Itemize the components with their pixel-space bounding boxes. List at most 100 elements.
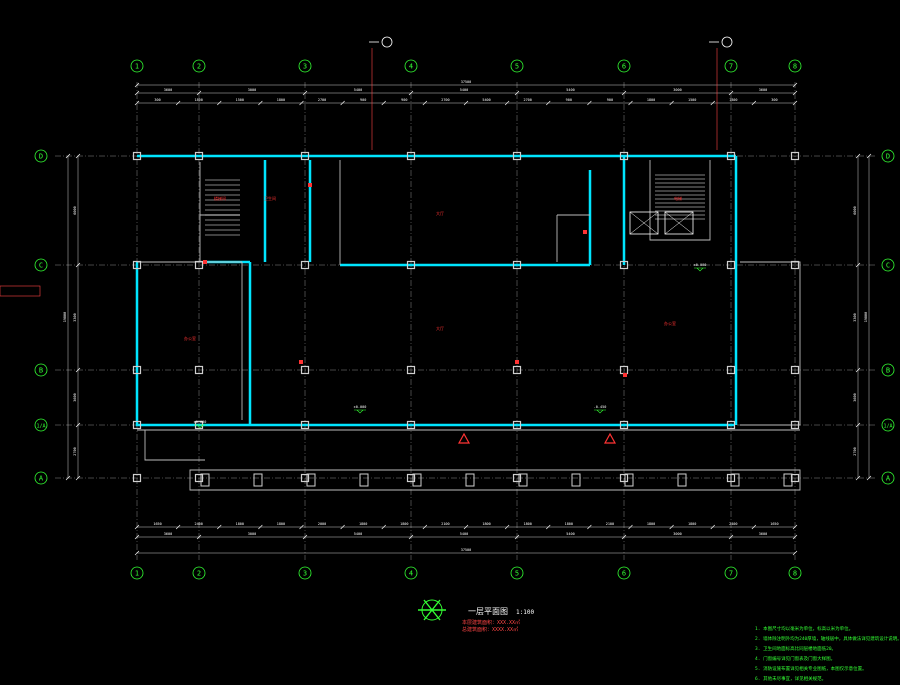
dimension-text: 19800: [864, 312, 868, 323]
dimension-text: 5400: [460, 88, 468, 92]
axis-bubble: [881, 363, 895, 377]
axis-bubble-label: 1/A: [883, 424, 892, 430]
axis-bubble-label: 3: [303, 63, 307, 71]
column: [300, 420, 310, 430]
dimension-text: 2100: [606, 522, 614, 526]
partition-line: [144, 430, 205, 461]
colonnade-column: [783, 473, 793, 487]
note-line: 3. 卫生间地面标高比同层楼地面低20。: [755, 647, 837, 652]
axis-bubble-label: 4: [409, 63, 413, 71]
red-marker: [583, 230, 587, 234]
side-callout: [0, 285, 41, 297]
column: [512, 420, 522, 430]
dimension-tick: [628, 524, 633, 530]
red-marker: [203, 260, 207, 264]
column: [512, 151, 522, 161]
dimension-tick: [422, 524, 428, 530]
dimension-tick: [669, 100, 674, 106]
elevation-text: -0.450: [594, 405, 607, 409]
note-line: 6. 其他未尽事宜，详见相关规范。: [755, 677, 827, 682]
dimension-tick: [217, 524, 222, 530]
drawing-title: 一层平面图 1:100: [468, 606, 534, 617]
axis-bubble-label: 8: [793, 63, 797, 71]
dimension-tick: [217, 100, 222, 106]
dimension-text: 1800: [647, 98, 655, 102]
dimension-text: 3000: [248, 88, 256, 92]
elevation-text: ±0.000: [354, 405, 367, 409]
column: [790, 365, 800, 375]
colonnade-column: [465, 473, 475, 487]
dimension-text: 5400: [354, 88, 362, 92]
dimension-tick: [134, 100, 140, 106]
colonnade-column: [200, 473, 210, 487]
dimension-text: 900: [401, 98, 407, 102]
column: [132, 473, 142, 483]
dimension-text: 1800: [729, 98, 737, 102]
dimension-text: 3000: [673, 532, 681, 536]
axis-bubble: [130, 566, 144, 580]
dimension-text: 1800: [194, 98, 202, 102]
dimension-tick: [855, 262, 861, 268]
dimension-tick: [855, 475, 861, 481]
dimension-tick: [258, 524, 263, 530]
area-line: 总建筑面积：XXXX.XX㎡: [462, 627, 519, 633]
dimension-tick: [504, 524, 510, 530]
column: [300, 151, 310, 161]
dimension-text: 1500: [688, 98, 696, 102]
elevation-mark: [354, 409, 366, 414]
column: [300, 365, 310, 375]
dimension-tick: [422, 100, 428, 106]
room-label: 大厅: [436, 325, 444, 331]
dimension-tick: [792, 100, 798, 106]
elevator-shaft: [664, 211, 694, 235]
dimension-text: 1800: [277, 522, 285, 526]
dimension-text: 37500: [461, 548, 472, 552]
axis-bubble: [881, 471, 895, 485]
column: [194, 365, 204, 375]
drawing-title-text: 一层平面图: [468, 607, 508, 616]
dimension-tick: [504, 100, 510, 106]
axis-bubble: [881, 418, 895, 432]
note-line: 1. 本图尺寸均以毫米为单位，标高以米为单位。: [755, 627, 854, 632]
dimension-tick: [75, 153, 81, 159]
column: [406, 260, 416, 270]
column: [132, 365, 142, 375]
dimension-tick: [258, 100, 263, 106]
dimension-tick: [408, 90, 414, 96]
axis-bubble: [192, 566, 206, 580]
column: [726, 151, 736, 161]
wall-segment: [135, 262, 735, 427]
dimension-text: 1800: [482, 522, 490, 526]
dimension-tick: [728, 534, 734, 540]
entrance-marker: [603, 432, 617, 444]
dimension-text: 1650: [153, 522, 161, 526]
dimension-tick: [628, 100, 633, 106]
column: [406, 365, 416, 375]
colonnade-column: [730, 473, 740, 487]
dimension-text: 3300: [73, 313, 77, 321]
axis-bubble: [881, 258, 895, 272]
dimension-text: 6000: [853, 206, 857, 214]
dimension-text: 3600: [164, 88, 172, 92]
dimension-text: 1800: [688, 522, 696, 526]
column: [406, 473, 416, 483]
dimension-tick: [340, 100, 345, 106]
drawing-subtitle: 本层建筑面积：XXX.XX㎡ 总建筑面积：XXXX.XX㎡: [462, 620, 520, 634]
dimension-tick: [381, 100, 386, 106]
dimension-text: 2400: [729, 522, 737, 526]
elevator-cross: [664, 211, 694, 235]
drawing-scale: 1:100: [516, 609, 535, 616]
dimension-tick: [75, 367, 81, 373]
axis-bubble-label: 5: [515, 63, 519, 71]
axis-bubble-label: 3: [303, 570, 307, 578]
colonnade-column: [359, 473, 369, 487]
entrance-marker: [457, 432, 471, 444]
dimension-text: 1800: [523, 522, 531, 526]
partition-line: [189, 469, 801, 491]
dimension-text: 6000: [73, 206, 77, 214]
column: [406, 151, 416, 161]
dimension-tick: [546, 100, 551, 106]
axis-bubble-label: 1: [135, 570, 139, 578]
